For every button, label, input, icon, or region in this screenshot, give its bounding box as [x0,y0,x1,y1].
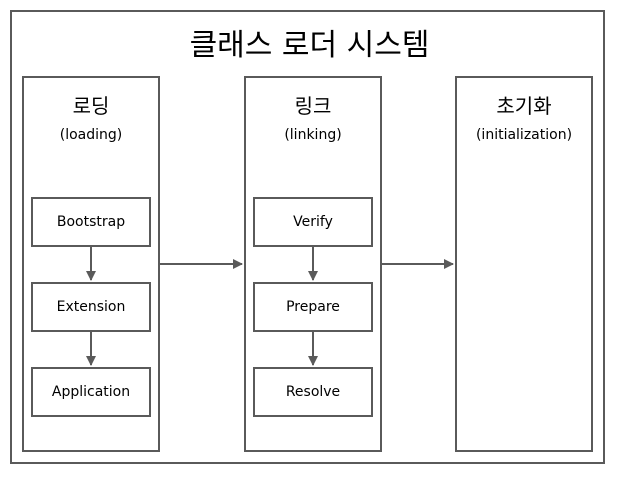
step-application: Application [31,367,151,417]
step-prepare: Prepare [253,282,373,332]
phase-initialization-title: 초기화 [496,94,552,118]
phase-loading-subtitle: (loading) [59,127,123,143]
phase-linking-subtitle: (linking) [284,127,342,143]
phase-initialization: 초기화 (initialization) [455,76,593,452]
step-resolve: Resolve [253,367,373,417]
phase-loading-title: 로딩 [72,94,110,118]
step-extension: Extension [31,282,151,332]
step-bootstrap: Bootstrap [31,197,151,247]
step-verify: Verify [253,197,373,247]
phase-initialization-subtitle: (initialization) [475,127,573,143]
diagram-frame [10,10,605,464]
phase-linking-title: 링크 [294,94,332,118]
diagram-title: 클래스 로더 시스템 [189,28,430,63]
